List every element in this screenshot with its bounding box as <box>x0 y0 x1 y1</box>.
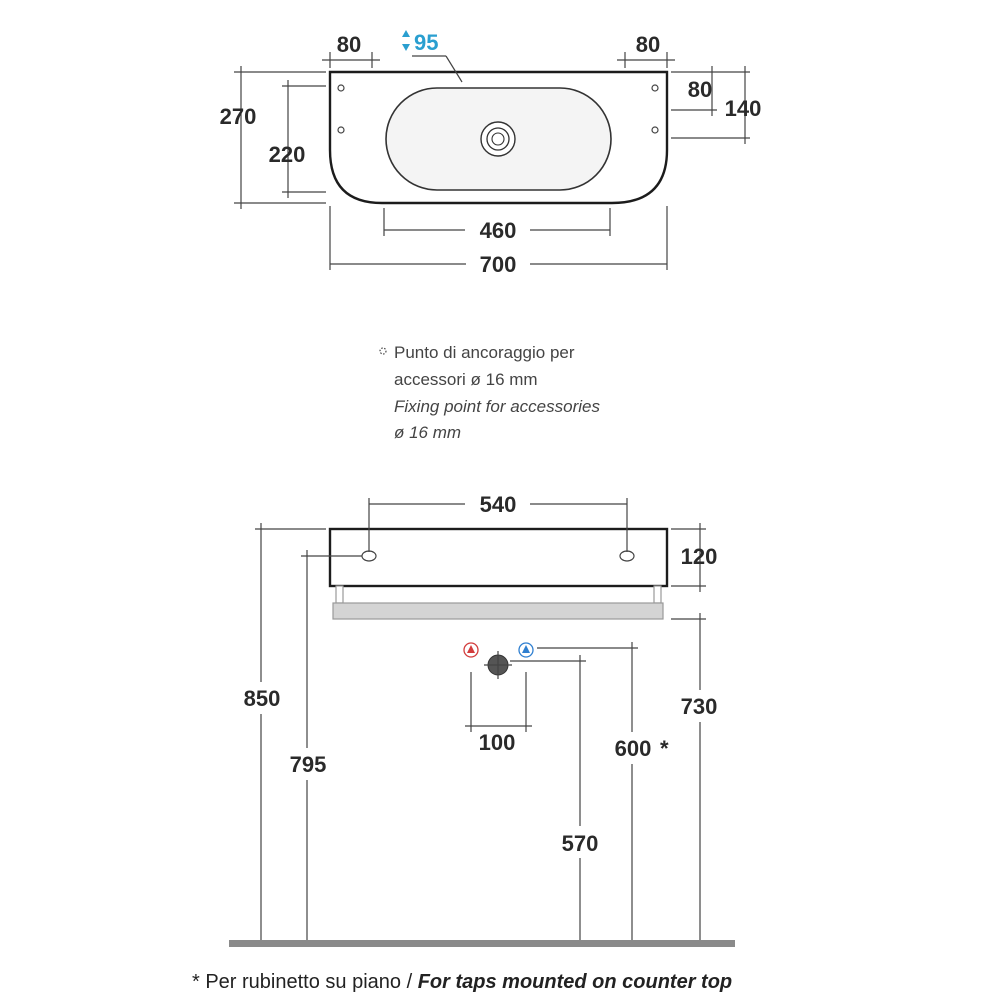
legend-line: Punto di ancoraggio per <box>394 343 575 362</box>
towel-bar <box>332 602 664 620</box>
dim-label: 80 <box>636 32 660 57</box>
dim-label: 95 <box>414 30 438 55</box>
dim-hole-spacing: 540 <box>368 492 628 552</box>
dim-label: 460 <box>480 218 517 243</box>
dim-label: 220 <box>269 142 306 167</box>
dim-tap-spacing: 100 <box>465 672 532 755</box>
dim-tap-height: 600 * <box>537 642 669 940</box>
cold-water-icon <box>518 642 534 658</box>
dim-label: 100 <box>479 730 516 755</box>
floor-line <box>229 940 735 947</box>
arrow-up-icon <box>402 30 410 37</box>
dim-inner-depth: 220 <box>269 80 326 198</box>
dim-label: 850 <box>244 686 281 711</box>
fixing-point-icon <box>651 126 659 134</box>
dim-label: 795 <box>290 752 327 777</box>
footnote: * Per rubinetto su piano / For taps moun… <box>192 971 732 993</box>
legend-line: Fixing point for accessories <box>394 397 600 416</box>
dim-top-height: 730 <box>671 613 717 940</box>
dim-total-width: 700 <box>329 206 668 277</box>
dim-label: 570 <box>562 831 599 856</box>
fixing-point-icon <box>379 347 387 355</box>
footnote-prefix: * Per rubinetto su piano / <box>192 971 418 993</box>
fixing-point-icon <box>337 126 345 134</box>
fixing-point-icon <box>651 84 659 92</box>
dim-right-margin: 80 <box>617 32 675 68</box>
dim-drain: 95 <box>402 30 463 83</box>
dim-label: 140 <box>725 96 762 121</box>
arrow-down-icon <box>402 44 410 51</box>
legend: Punto di ancoraggio per accessori ø 16 m… <box>379 343 600 442</box>
dim-basin-width: 460 <box>383 208 611 243</box>
hot-water-icon <box>463 642 479 658</box>
legend-line: ø 16 mm <box>394 423 461 442</box>
dim-label: 730 <box>681 694 718 719</box>
dim-label: 80 <box>688 77 712 102</box>
drain-outlet-icon <box>484 651 512 679</box>
dim-label: 80 <box>337 32 361 57</box>
dim-label: 540 <box>480 492 517 517</box>
towel-bar-support <box>335 585 344 604</box>
dim-drain-height: 570 <box>510 655 598 940</box>
drain-icon <box>480 121 516 157</box>
dim-fix-offset: 80 140 <box>671 66 761 144</box>
top-view: 80 80 95 270 220 <box>220 30 761 277</box>
dim-left-margin: 80 <box>322 32 380 68</box>
basin-front-outline <box>328 527 669 588</box>
dim-depth: 270 <box>220 66 326 209</box>
dim-height-total: 850 <box>244 523 326 940</box>
dim-label: 700 <box>480 252 517 277</box>
fixing-point-icon <box>337 84 345 92</box>
footnote-emph: For taps mounted on counter top <box>418 971 732 993</box>
dim-label: 120 <box>681 544 718 569</box>
dim-label: 600 <box>615 736 652 761</box>
dim-thickness: 120 <box>671 523 717 592</box>
front-view: 540 120 850 795 730 <box>229 492 735 947</box>
dim-label: 270 <box>220 104 257 129</box>
legend-line: accessori ø 16 mm <box>394 370 538 389</box>
asterisk-mark: * <box>660 736 669 761</box>
dim-height-under: 795 <box>290 550 362 940</box>
towel-bar-support <box>653 585 662 604</box>
